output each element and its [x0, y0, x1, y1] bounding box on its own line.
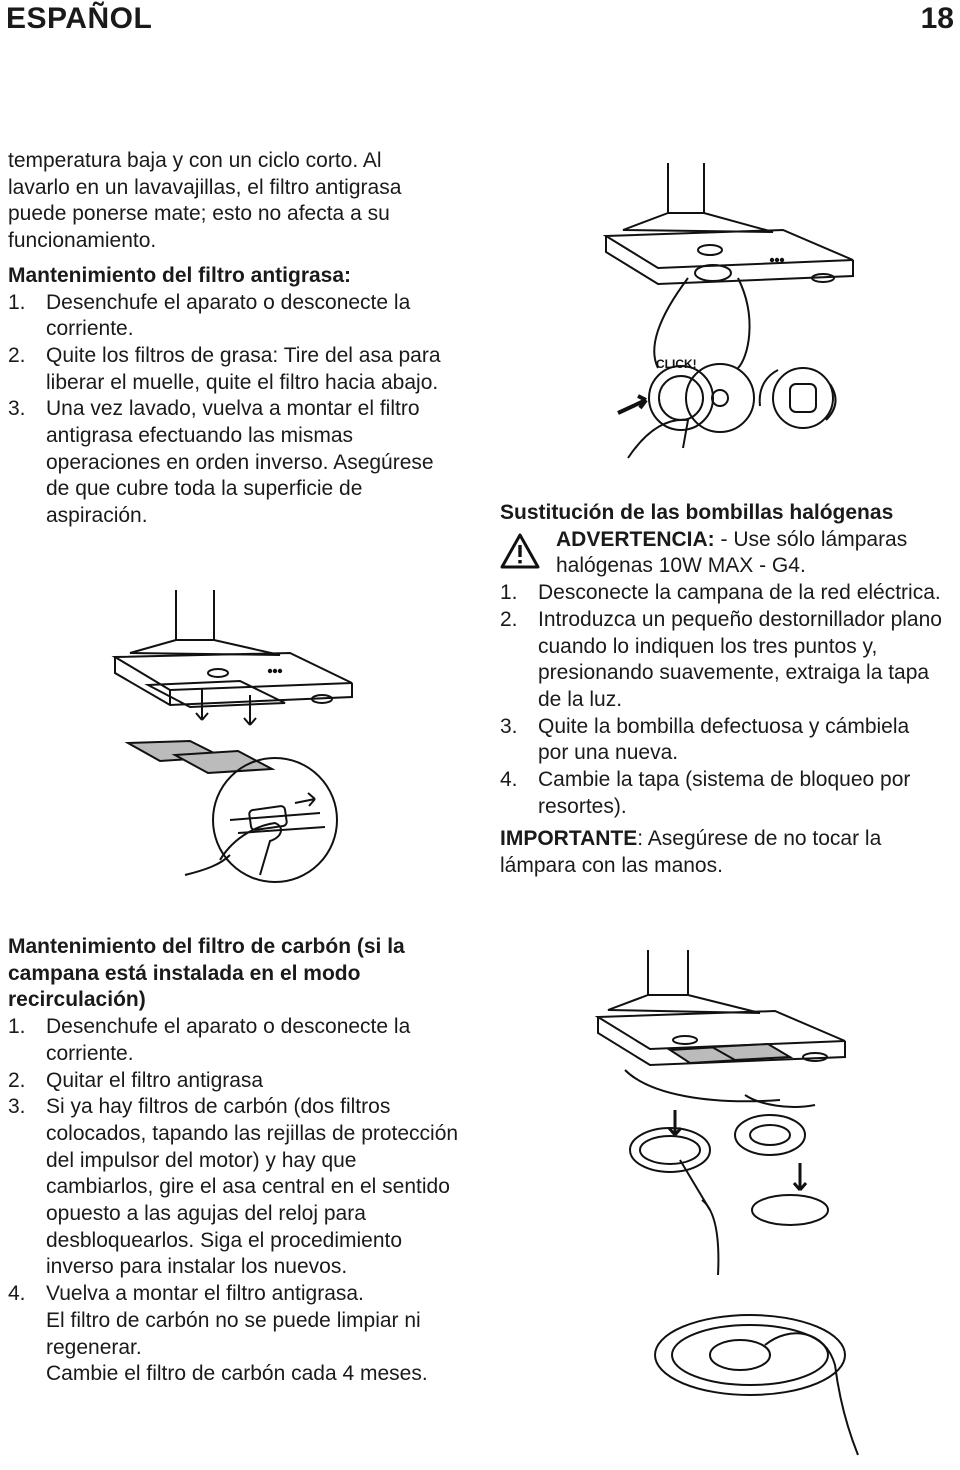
carbon-steps-list: 1.Desenchufe el aparato o desconecte la … — [8, 1014, 463, 1308]
carbon-note-1: El filtro de carbón no se puede limpiar … — [46, 1308, 421, 1359]
bulb-title: Sustitución de las bombillas halógenas — [500, 501, 894, 524]
list-item: 3.Una vez lavado, vuelva a montar el fil… — [8, 397, 434, 528]
list-item: 1.Desenchufe el aparato o desconecte la … — [8, 290, 411, 341]
list-item: 4.Cambie la tapa (sistema de bloqueo por… — [500, 768, 911, 818]
warning-icon — [500, 533, 540, 569]
bulb-steps-list: 1.Desconecte la campana de la red eléctr… — [500, 580, 945, 820]
grease-filter-illustration — [110, 585, 360, 915]
warning-text: - Use sólo lámparas halógenas 10W MAX - … — [556, 527, 908, 578]
grease-filter-title: Mantenimiento del filtro antigrasa: — [8, 263, 352, 287]
list-item: 2.Introduzca un pequeño destornillador p… — [500, 607, 942, 711]
list-item: 3.Quite la bombilla defectuosa y cámbiel… — [500, 714, 910, 765]
intro-paragraph: temperatura baja y con un ciclo corto. A… — [8, 149, 402, 253]
right-text: Sustitución de las bombillas halógenas A… — [500, 500, 945, 880]
important-note: IMPORTANTE: Asegúrese de no tocar la lám… — [500, 827, 882, 878]
language-label: ESPAÑOL — [6, 2, 153, 35]
list-item: 2.Quite los filtros de grasa: Tire del a… — [8, 343, 441, 394]
left-top-text: temperatura baja y con un ciclo corto. A… — [8, 148, 448, 530]
list-item: 2.Quitar el filtro antigrasa — [8, 1068, 264, 1092]
left-bottom-text: Mantenimiento del filtro de carbón (si l… — [8, 934, 463, 1388]
carbon-note-2: Cambie el filtro de carbón cada 4 meses. — [46, 1362, 428, 1386]
list-item: 1.Desconecte la campana de la red eléctr… — [500, 581, 941, 605]
carbon-filter-title: Mantenimiento del filtro de carbón (si l… — [8, 935, 405, 1012]
list-item: 1.Desenchufe el aparato o desconecte la … — [8, 1015, 411, 1065]
grease-steps-list: 1.Desenchufe el aparato o desconecte la … — [8, 290, 448, 530]
warning-block: ADVERTENCIA: - Use sólo lámparas halógen… — [500, 527, 945, 580]
carbon-filter-illustration: CLICK! — [598, 158, 868, 478]
list-item: 4.Vuelva a montar el filtro antigrasa. — [8, 1282, 364, 1306]
bulb-replacement-illustration — [590, 945, 880, 1460]
list-item: 3.Si ya hay filtros de carbón (dos filtr… — [8, 1095, 459, 1279]
warning-label: ADVERTENCIA: — [556, 527, 715, 551]
page-header: ESPAÑOL 18 — [0, 0, 960, 42]
page-number: 18 — [920, 2, 954, 35]
click-label: CLICK! — [656, 357, 697, 371]
